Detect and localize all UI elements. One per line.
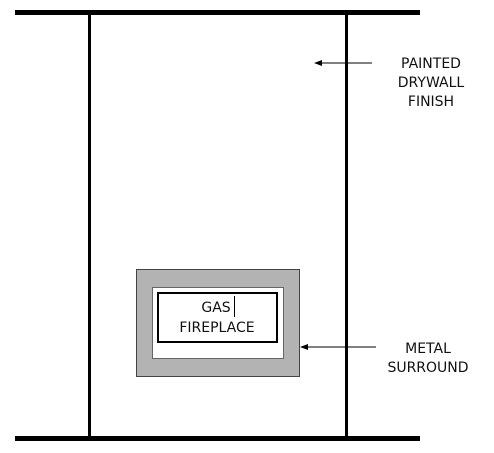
surround-label-line-1: METAL [405,341,451,357]
drywall-leader-arrowhead [314,60,322,66]
fireplace-label-box [157,292,278,343]
drywall-label-line-1: PAINTED [401,56,461,72]
drywall-label-line-2: DRYWALL [398,75,465,91]
ceiling-line [15,10,420,15]
surround-leader-arrowhead [300,344,308,350]
floor-line [15,436,420,441]
drywall-label-line-3: FINISH [408,94,454,110]
wall-right-edge [345,12,348,439]
fireplace-label-line-2: FIREPLACE [179,320,254,336]
fireplace-label-line-1: GAS [201,300,230,316]
wall-left-edge [88,12,91,439]
surround-label-line-2: SURROUND [387,360,468,376]
